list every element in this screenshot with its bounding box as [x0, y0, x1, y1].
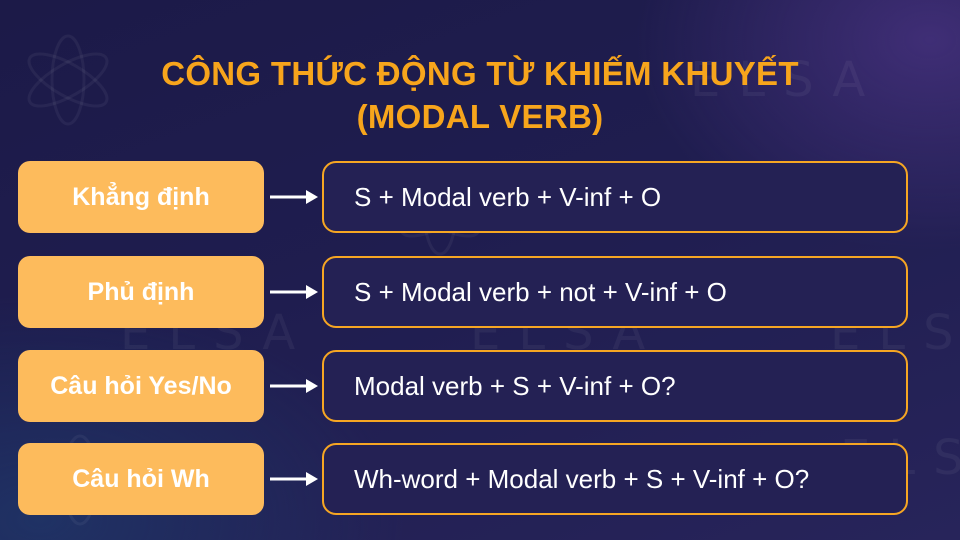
label-yes-no-question: Câu hỏi Yes/No: [18, 350, 264, 422]
formula-row-wh-question: Câu hỏi Wh Wh-word + Modal verb + S + V-…: [0, 443, 960, 515]
formula-row-yes-no-question: Câu hỏi Yes/No Modal verb + S + V-inf + …: [0, 350, 960, 422]
page-title: CÔNG THỨC ĐỘNG TỪ KHIẾM KHUYẾT (MODAL VE…: [0, 52, 960, 138]
arrow-right-icon: [270, 285, 318, 299]
title-line-2: (MODAL VERB): [356, 98, 604, 135]
formula-row-affirmative: Khẳng định S + Modal verb + V-inf + O: [0, 161, 960, 233]
label-affirmative: Khẳng định: [18, 161, 264, 233]
arrow-right-icon: [270, 379, 318, 393]
label-negative: Phủ định: [18, 256, 264, 328]
formula-row-negative: Phủ định S + Modal verb + not + V-inf + …: [0, 256, 960, 328]
formula-affirmative: S + Modal verb + V-inf + O: [354, 181, 662, 212]
formula-negative: S + Modal verb + not + V-inf + O: [354, 276, 727, 307]
arrow-right-icon: [270, 472, 318, 486]
arrow-right-icon: [270, 190, 318, 204]
formula-box-affirmative: S + Modal verb + V-inf + O: [322, 161, 908, 233]
formula-box-negative: S + Modal verb + not + V-inf + O: [322, 256, 908, 328]
title-line-1: CÔNG THỨC ĐỘNG TỪ KHIẾM KHUYẾT: [161, 55, 799, 92]
formula-yes-no-question: Modal verb + S + V-inf + O?: [354, 370, 676, 401]
formula-wh-question: Wh-word + Modal verb + S + V-inf + O?: [354, 463, 810, 494]
formula-box-wh-question: Wh-word + Modal verb + S + V-inf + O?: [322, 443, 908, 515]
label-wh-question: Câu hỏi Wh: [18, 443, 264, 515]
formula-box-yes-no-question: Modal verb + S + V-inf + O?: [322, 350, 908, 422]
